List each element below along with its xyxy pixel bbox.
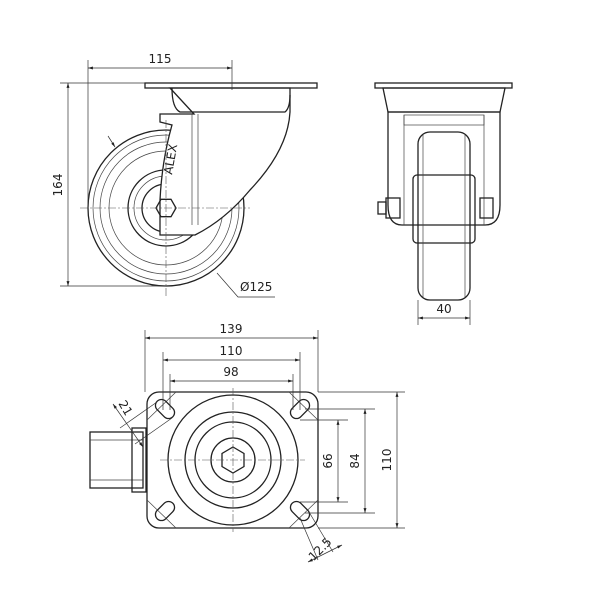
dim-115: 115 bbox=[149, 52, 172, 66]
dim-110-vertical: 110 bbox=[380, 449, 394, 472]
dim-98: 98 bbox=[223, 365, 238, 379]
dim-21: 21 bbox=[116, 398, 136, 418]
top-plate-bottom bbox=[146, 391, 319, 529]
wheel-stub bbox=[89, 431, 144, 489]
dim-diameter-125: Ø125 bbox=[240, 280, 272, 294]
dim-110-horizontal: 110 bbox=[220, 344, 243, 358]
front-view: 40 bbox=[374, 82, 513, 325]
wheel-front bbox=[417, 131, 471, 301]
dim-139: 139 bbox=[220, 322, 243, 336]
side-view: ALEX 115 164 Ø125 bbox=[51, 52, 318, 298]
dim-66: 66 bbox=[321, 453, 335, 468]
bottom-view: 139 110 98 66 84 110 21 12.5 bbox=[89, 322, 405, 564]
dim-84: 84 bbox=[348, 453, 362, 468]
dim-164: 164 bbox=[51, 174, 65, 197]
top-plate-side bbox=[144, 82, 318, 89]
mounting-slots bbox=[154, 398, 311, 522]
dim-12-5: 12.5 bbox=[306, 535, 335, 564]
dim-40: 40 bbox=[436, 302, 451, 316]
fork-bracket bbox=[159, 87, 291, 236]
